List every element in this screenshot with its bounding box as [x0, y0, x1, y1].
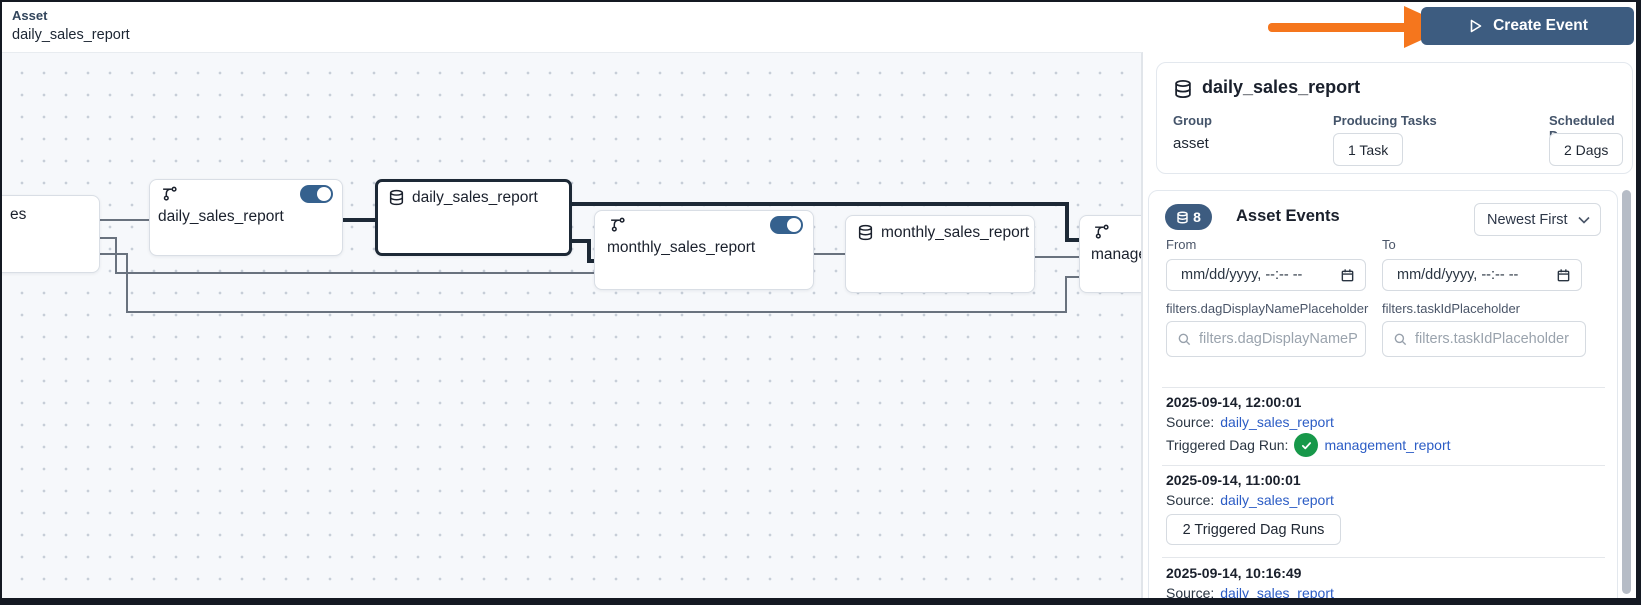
success-check-icon: [1294, 433, 1319, 457]
triggered-dag-run-link[interactable]: management_report: [1324, 437, 1451, 453]
dag-pause-toggle[interactable]: [770, 216, 803, 234]
asset-graph-canvas[interactable]: es daily_sales_report daily_sales_report: [2, 52, 1143, 598]
source-asset-link[interactable]: daily_sales_report: [1220, 585, 1334, 598]
edge-segment: [98, 237, 117, 239]
event-timestamp: 2025-09-14, 11:00:01: [1166, 472, 1301, 488]
producing-tasks-label: Producing Tasks: [1333, 113, 1437, 128]
edge-segment-selected: [1065, 202, 1069, 240]
edge-segment: [115, 272, 596, 274]
scheduled-dags-button[interactable]: 2 Dags: [1549, 133, 1624, 166]
dag-filter-label: filters.dagDisplayNamePlaceholder: [1166, 301, 1369, 316]
task-filter-input[interactable]: [1415, 331, 1577, 347]
edge-segment: [126, 311, 1067, 313]
database-icon: [857, 224, 874, 241]
edge-segment: [1065, 276, 1081, 278]
task-filter-searchbox: [1382, 321, 1586, 357]
breadcrumb: Asset: [12, 8, 48, 23]
toggle-knob: [787, 218, 801, 232]
sort-order-select[interactable]: Newest First: [1474, 203, 1601, 236]
calendar-icon: [1340, 268, 1355, 283]
edge-segment-selected: [570, 239, 590, 243]
calendar-icon: [1556, 268, 1571, 283]
asset-events-card: 8 Asset Events Newest First From To mm/d…: [1148, 190, 1618, 598]
edge-segment: [1065, 276, 1067, 313]
source-asset-link[interactable]: daily_sales_report: [1220, 492, 1334, 508]
dag-filter-searchbox: [1166, 321, 1366, 357]
sort-order-value: Newest First: [1487, 211, 1568, 228]
edge-segment: [115, 237, 117, 274]
graph-node-daily-sales-report-dag[interactable]: daily_sales_report: [149, 179, 343, 256]
search-icon: [1393, 332, 1408, 347]
event-source-row: Source: daily_sales_report: [1166, 492, 1334, 508]
graph-node-daily-sales-report-asset[interactable]: daily_sales_report: [375, 179, 572, 256]
asset-info-card: daily_sales_report Group Producing Tasks…: [1156, 62, 1633, 174]
edge-segment: [126, 253, 128, 313]
search-icon: [1177, 332, 1192, 347]
divider: [1162, 387, 1605, 388]
asset-detail-panel: daily_sales_report Group Producing Tasks…: [1143, 52, 1636, 598]
producing-tasks-button[interactable]: 1 Task: [1333, 133, 1404, 166]
toggle-knob: [317, 187, 331, 201]
graph-node-monthly-sales-report-dag[interactable]: monthly_sales_report: [594, 210, 814, 290]
from-date-input[interactable]: mm/dd/yyyy, --:-- --: [1166, 259, 1366, 291]
database-icon: [1176, 210, 1189, 224]
divider: [1162, 465, 1605, 466]
from-date-value: mm/dd/yyyy, --:-- --: [1181, 267, 1303, 283]
edge-segment-selected: [341, 218, 377, 222]
edge-segment: [98, 253, 128, 255]
task-filter-label: filters.taskIdPlaceholder: [1382, 301, 1521, 316]
topbar: Asset daily_sales_report Create Event: [2, 2, 1636, 52]
create-event-label: Create Event: [1493, 17, 1588, 34]
source-label: Source:: [1166, 492, 1215, 508]
asset-events-count-badge: 8: [1165, 204, 1212, 230]
edge-segment: [812, 253, 847, 255]
to-label: To: [1382, 237, 1396, 252]
source-label: Source:: [1166, 414, 1215, 430]
graph-node-monthly-sales-report-asset[interactable]: monthly_sales_report: [845, 215, 1035, 293]
dag-pause-toggle[interactable]: [300, 185, 333, 203]
annotation-arrow-shaft: [1268, 23, 1414, 32]
edge-segment-selected: [1065, 238, 1081, 242]
create-event-button[interactable]: Create Event: [1421, 7, 1634, 45]
triggered-dag-run-label: Triggered Dag Run:: [1166, 437, 1289, 453]
dag-schedule-icon: [609, 217, 626, 234]
edge-segment: [98, 219, 150, 221]
event-triggered-row: Triggered Dag Run: management_report: [1166, 433, 1451, 457]
divider: [1162, 557, 1605, 558]
dag-filter-input[interactable]: [1199, 331, 1357, 347]
graph-node-clipped-left[interactable]: es: [2, 195, 100, 273]
dag-schedule-icon: [161, 186, 178, 203]
group-value: asset: [1173, 135, 1209, 152]
event-source-row: Source: daily_sales_report: [1166, 414, 1334, 430]
graph-node-management-report-dag[interactable]: management_report: [1079, 215, 1141, 293]
edge-segment-selected: [587, 239, 591, 262]
edge-segment-selected: [570, 202, 1068, 206]
events-count: 8: [1193, 209, 1201, 225]
to-date-value: mm/dd/yyyy, --:-- --: [1397, 267, 1519, 283]
from-label: From: [1166, 237, 1197, 252]
database-icon: [388, 189, 405, 206]
triggered-dag-runs-button[interactable]: 2 Triggered Dag Runs: [1166, 514, 1341, 545]
event-source-row: Source: daily_sales_report: [1166, 585, 1334, 598]
source-label: Source:: [1166, 585, 1215, 598]
asset-name-title: daily_sales_report: [1202, 77, 1361, 97]
database-icon: [1173, 79, 1193, 99]
edge-segment-selected: [587, 259, 599, 263]
play-icon: [1467, 18, 1483, 34]
dag-schedule-icon: [1093, 224, 1110, 241]
source-asset-link[interactable]: daily_sales_report: [1220, 414, 1334, 430]
group-label: Group: [1173, 113, 1212, 128]
event-timestamp: 2025-09-14, 12:00:01: [1166, 394, 1302, 410]
chevron-down-icon: [1578, 216, 1590, 224]
edge-segment: [1033, 256, 1081, 258]
asset-events-title: Asset Events: [1236, 207, 1340, 225]
to-date-input[interactable]: mm/dd/yyyy, --:-- --: [1382, 259, 1582, 291]
event-timestamp: 2025-09-14, 10:16:49: [1166, 565, 1302, 581]
events-scrollbar[interactable]: [1622, 190, 1631, 594]
page-title: daily_sales_report: [12, 27, 130, 43]
